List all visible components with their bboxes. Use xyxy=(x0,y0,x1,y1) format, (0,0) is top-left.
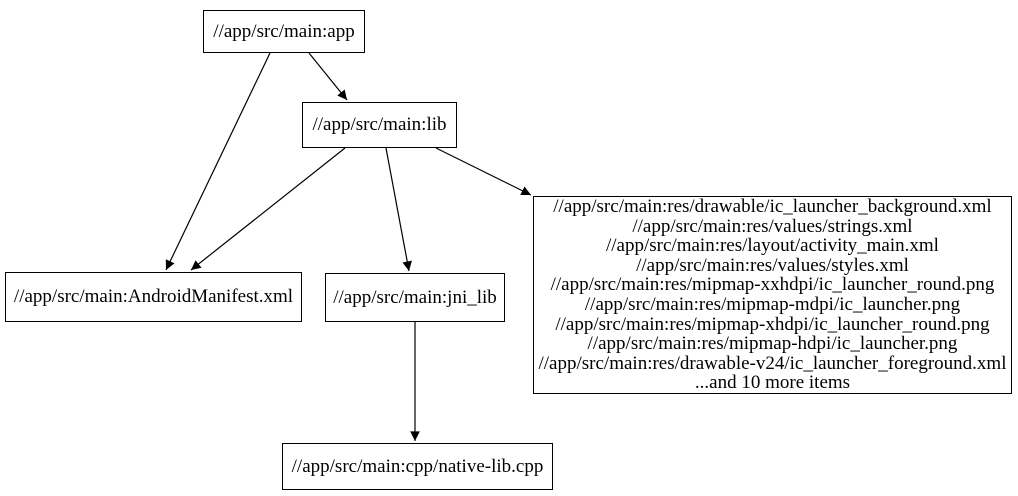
node-jni-lib-label: //app/src/main:jni_lib xyxy=(333,286,497,308)
edge-app-to-android-manifest xyxy=(165,52,271,271)
edge-lib-to-res-files xyxy=(435,147,532,196)
edge-lib-to-android-manifest xyxy=(190,147,346,271)
node-android-manifest-label: //app/src/main:AndroidManifest.xml xyxy=(13,286,294,307)
node-res-files: //app/src/main:res/drawable/ic_launcher_… xyxy=(533,196,1012,394)
node-lib: //app/src/main:lib xyxy=(302,102,457,148)
edge-app-to-lib xyxy=(308,52,348,101)
node-res-files-label: //app/src/main:res/drawable/ic_launcher_… xyxy=(538,196,1007,394)
node-lib-label: //app/src/main:lib xyxy=(312,114,447,135)
edge-lib-to-jni-lib xyxy=(385,147,412,272)
node-app-label: //app/src/main:app xyxy=(213,20,355,42)
node-app: //app/src/main:app xyxy=(203,10,365,53)
node-jni-lib: //app/src/main:jni_lib xyxy=(325,273,505,322)
node-native-lib-cpp-label: //app/src/main:cpp/native-lib.cpp xyxy=(291,455,544,477)
node-native-lib-cpp: //app/src/main:cpp/native-lib.cpp xyxy=(282,443,553,490)
node-android-manifest: //app/src/main:AndroidManifest.xml xyxy=(5,272,302,322)
